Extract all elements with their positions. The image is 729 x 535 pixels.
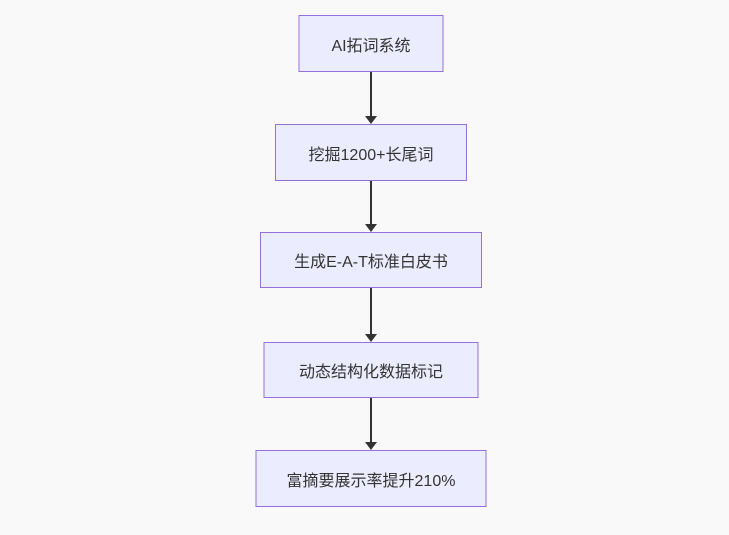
flow-node-label: 富摘要展示率提升210% <box>286 472 456 490</box>
flow-arrow-down-icon <box>370 72 372 116</box>
flow-arrow-down-icon <box>370 181 372 224</box>
flow-node-label: 挖掘1200+长尾词 <box>308 146 434 164</box>
flow-arrow-down-icon <box>370 288 372 334</box>
flow-node-label: 动态结构化数据标记 <box>298 364 443 381</box>
flow-node-ai-word-expansion: AI拓词系统 <box>298 15 444 72</box>
flow-node-label: 生成E-A-T标准白皮书 <box>294 254 448 271</box>
flow-arrow-down-icon <box>370 398 372 442</box>
flow-node-rich-snippet-result: 富摘要展示率提升210% <box>255 450 487 507</box>
flow-node-eat-whitepaper: 生成E-A-T标准白皮书 <box>260 232 482 288</box>
flow-node-structured-data: 动态结构化数据标记 <box>263 342 479 398</box>
flow-node-label: AI拓词系统 <box>331 37 411 55</box>
flow-node-longtail-mining: 挖掘1200+长尾词 <box>275 124 467 181</box>
